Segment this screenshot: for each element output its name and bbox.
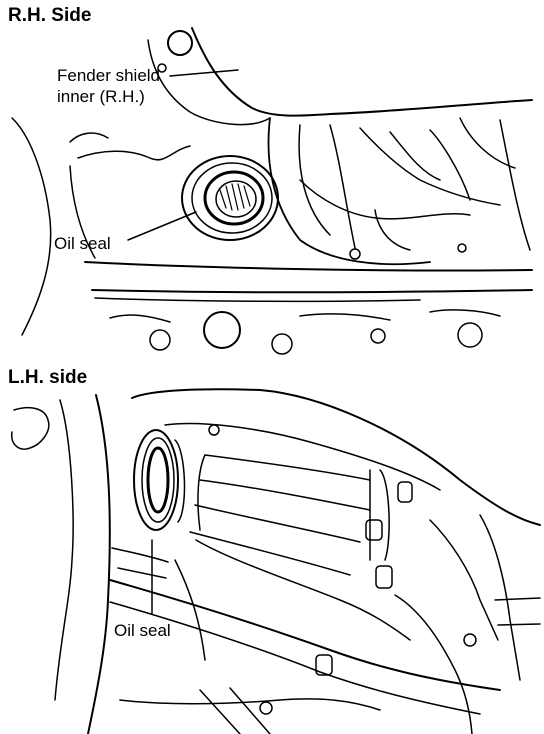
rh-oil-seal	[181, 155, 279, 241]
lh-side-drawing	[11, 388, 541, 734]
lh-side-title: L.H. side	[8, 367, 88, 388]
fender-shield-label-line2: inner (R.H.)	[57, 87, 145, 106]
frame-rail	[84, 261, 533, 272]
rh-oil-seal-label: Oil seal	[54, 234, 111, 253]
fender-bolt-hole	[167, 30, 193, 56]
lh-oil-seal-label: Oil seal	[114, 621, 171, 640]
lh-oil-seal	[133, 429, 186, 531]
rh-side-title: R.H. Side	[8, 5, 92, 26]
fender-shield-label: Fender shield inner (R.H.)	[57, 65, 160, 107]
fender-leader	[169, 69, 239, 77]
rh-oil-seal-leader	[127, 211, 197, 241]
fender-shield-outline	[191, 27, 533, 117]
lower-boss	[203, 311, 241, 349]
fender-shield-label-line1: Fender shield	[57, 66, 161, 85]
rh-side-drawing	[11, 27, 533, 355]
